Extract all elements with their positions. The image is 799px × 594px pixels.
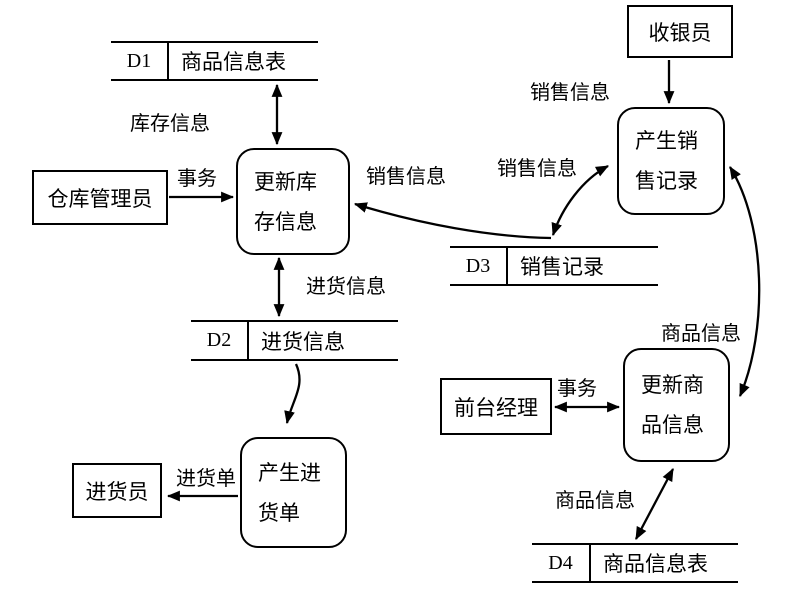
datastore-d4-code: D4 [532,545,591,581]
process-update-inventory-line2: 存信息 [254,209,317,234]
process-update-product-info-line1: 更新商 [641,373,704,397]
flow-label-sales-info-from-cashier: 销售信息 [530,82,610,104]
flow-label-inventory-info: 库存信息 [130,113,210,135]
flow-label-product-info-top: 商品信息 [661,323,741,345]
datastore-d1-name: 商品信息表 [181,50,286,74]
datastore-d2-name: 进货信息 [261,329,345,354]
entity-warehouse-manager: 仓库管理员 [32,170,168,225]
arrow-d3-update-inventory [353,202,552,240]
datastore-d4: D4 商品信息表 [532,543,738,583]
datastore-d1: D1 商品信息表 [111,41,318,81]
flow-label-sales-info-to-generate-record: 销售信息 [497,158,577,180]
arrow-d4-update-product [634,468,675,540]
datastore-d3-code: D3 [450,248,508,284]
datastore-d2-code: D2 [191,322,249,359]
entity-cashier: 收银员 [627,5,733,58]
datastore-d4-name: 商品信息表 [603,552,708,576]
entity-front-desk-manager-label: 前台经理 [454,395,538,420]
process-update-product-info: 更新商 品信息 [623,348,730,462]
entity-warehouse-manager-label: 仓库管理员 [47,186,153,211]
process-generate-purchase-order-line2: 货单 [258,500,300,525]
datastore-d1-code: D1 [111,43,169,79]
entity-cashier-label: 收银员 [648,20,712,45]
process-update-inventory-line1: 更新库 [254,169,317,194]
arrow-generate-sales-record-update-product [729,166,761,397]
flow-label-product-info-bottom: 商品信息 [555,490,635,512]
process-generate-purchase-order: 产生进 货单 [240,437,347,548]
flow-label-transaction-front-desk: 事务 [557,378,597,400]
process-generate-sales-record-line1: 产生销 [635,129,698,153]
process-update-inventory: 更新库 存信息 [236,148,350,255]
arrow-d3-generate-sales-record [551,164,609,237]
entity-purchase-clerk: 进货员 [72,463,162,518]
process-generate-sales-record-line2: 售记录 [635,169,698,193]
process-generate-purchase-order-line1: 产生进 [258,460,321,485]
datastore-d3: D3 销售记录 [450,246,658,286]
process-update-product-info-line2: 品信息 [641,413,704,437]
process-generate-sales-record: 产生销 售记录 [617,107,725,215]
flow-label-transaction-warehouse: 事务 [177,168,217,190]
datastore-d2: D2 进货信息 [191,320,398,361]
flow-label-sales-info-to-update-inventory: 销售信息 [366,166,446,188]
arrow-d2-generate-purchase-order [284,363,301,425]
flow-label-purchase-info: 进货信息 [306,276,386,298]
datastore-d3-name: 销售记录 [520,255,604,279]
entity-front-desk-manager: 前台经理 [440,378,552,435]
entity-purchase-clerk-label: 进货员 [85,479,149,504]
flow-label-purchase-order: 进货单 [176,468,236,490]
